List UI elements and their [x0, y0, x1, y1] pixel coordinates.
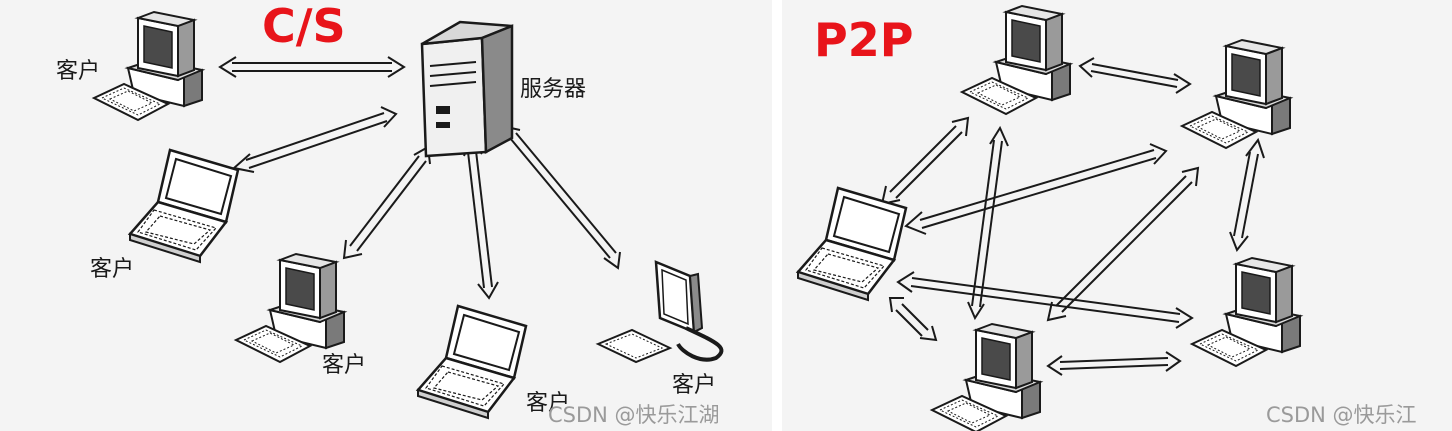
- p2p-title: P2P: [814, 13, 913, 67]
- csdn-watermark: CSDN @快乐江湖: [548, 403, 720, 427]
- cs-arrow-client1-server: [218, 56, 406, 78]
- client-label: 客户: [56, 59, 100, 84]
- p2p-arrow: [1078, 57, 1192, 94]
- client-label: 客户: [322, 353, 366, 378]
- p2p-arrow: [1046, 166, 1200, 322]
- p2p-arrow: [967, 125, 1009, 321]
- p2p-arrow: [1229, 137, 1265, 252]
- client-label: 客户: [90, 257, 134, 282]
- cs-title: C/S: [262, 0, 346, 53]
- cs-arrow-client2-server: [231, 106, 398, 173]
- p2p-arrow: [904, 143, 1168, 235]
- client-label: 客户: [526, 391, 570, 416]
- csdn-watermark: CSDN @快乐江: [1266, 403, 1417, 427]
- server-icon: [420, 20, 514, 158]
- p2p-arrow: [896, 271, 1194, 329]
- cs-arrow-client5-server: [500, 124, 621, 270]
- server-label: 服务器: [520, 77, 586, 102]
- p2p-arrow: [1046, 351, 1182, 376]
- p2p-diagram: [880, 57, 1265, 376]
- cs-panel-background: [0, 0, 772, 431]
- p2p-arrow: [888, 297, 938, 342]
- client-label: 客户: [672, 373, 716, 398]
- cs-diagram: [218, 56, 621, 300]
